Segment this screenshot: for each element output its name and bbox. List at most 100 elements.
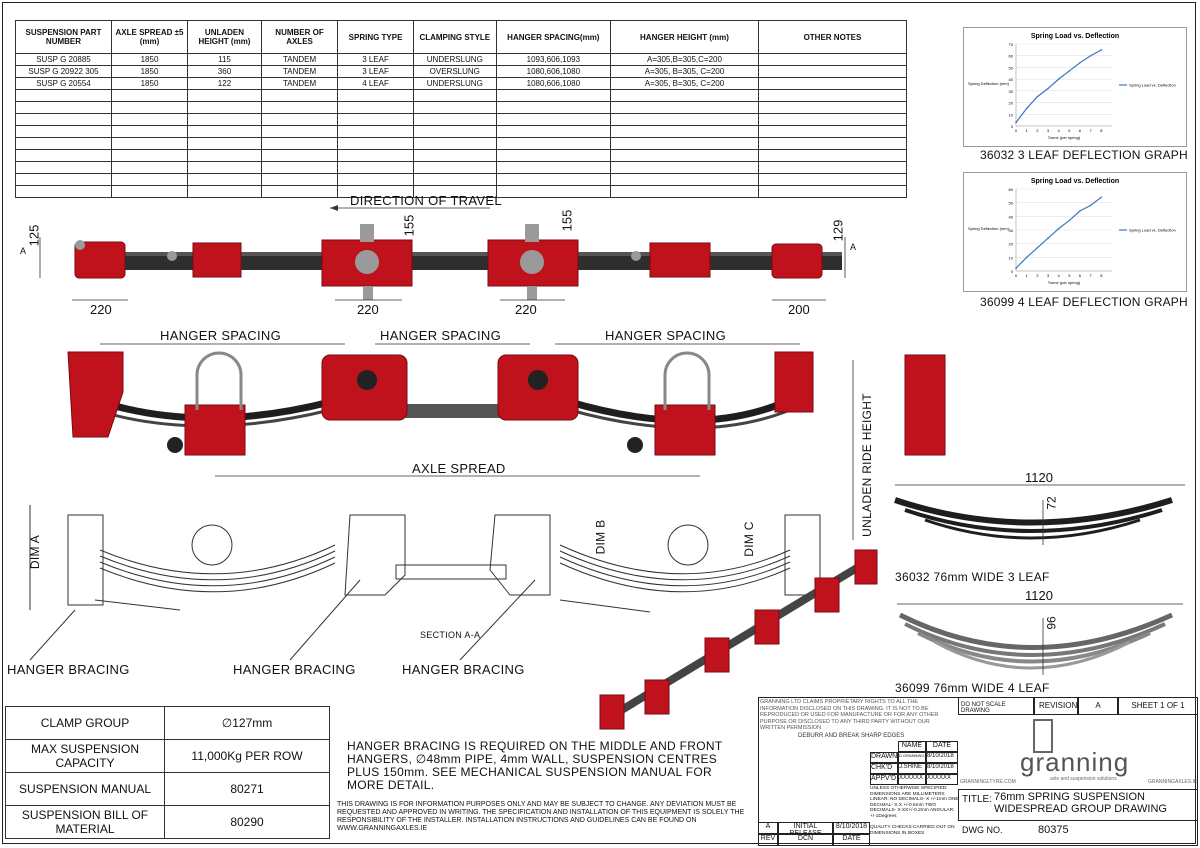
- dim-b-label: DIM B: [593, 519, 608, 555]
- spring-4-leaf: [897, 603, 1183, 675]
- rev-value: A: [758, 822, 778, 834]
- data-point: [1015, 121, 1017, 124]
- spec-header-cell: UNLADEN HEIGHT (mm): [187, 20, 262, 54]
- y-tick-label: 50: [1009, 65, 1014, 70]
- dwg-label: DWG NO.: [962, 825, 1003, 835]
- graph-4-leaf-caption: 36099 4 LEAF DEFLECTION GRAPH: [980, 295, 1188, 309]
- hanger-spacing-label-1: HANGER SPACING: [160, 328, 281, 343]
- rev-description: INITIAL RELEASE: [778, 822, 833, 837]
- data-point: [1100, 49, 1103, 51]
- unladen-ride-height-label: UNLADEN RIDE HEIGHT: [859, 393, 874, 537]
- chkd-date: 8/10/2018: [926, 763, 958, 774]
- hanger-spacing-label-3: HANGER SPACING: [605, 328, 726, 343]
- info-value: 80290: [164, 805, 330, 839]
- appvd-date: XXXXXX: [926, 774, 958, 785]
- spec-header-cell: CLAMPING STYLE: [412, 20, 497, 54]
- info-label: MAX SUSPENSION CAPACITY: [5, 739, 165, 773]
- x-tick-label: 8: [1100, 128, 1103, 133]
- chart-title: Spring Load vs. Deflection: [1031, 33, 1119, 40]
- appvd-label: APPV'D: [870, 774, 898, 785]
- data-point: [1025, 107, 1028, 110]
- legend-label: Spring Load vs. Deflection: [1129, 228, 1176, 233]
- y-axis-label: Spring Deflection (mm): [968, 81, 1010, 86]
- x-tick-label: 4: [1058, 128, 1061, 133]
- dim-220-c: 220: [515, 302, 537, 317]
- do-not-scale: DO NOT SCALE DRAWING: [958, 697, 1034, 715]
- date-header: DATE: [926, 741, 958, 752]
- axle-spread-label: AXLE SPREAD: [412, 461, 506, 476]
- dim-220-a: 220: [90, 302, 112, 317]
- y-tick-label: 70: [1009, 42, 1014, 47]
- x-axis-label: Tonne (per spring): [1048, 280, 1081, 285]
- dim-96: 96: [1044, 616, 1059, 630]
- appvd-name: XXXXXX: [898, 774, 926, 785]
- y-tick-label: 10: [1009, 255, 1014, 260]
- revdate-header: DATE: [833, 834, 870, 846]
- revision-label: REVISION: [1034, 697, 1078, 715]
- y-tick-label: 0: [1011, 124, 1014, 129]
- brand-name: granning: [1020, 747, 1130, 777]
- data-point: [1089, 204, 1092, 207]
- x-tick-label: 3: [1047, 128, 1050, 133]
- info-value: 80271: [164, 772, 330, 806]
- dim-c-label: DIM C: [741, 521, 756, 557]
- hanger-bracing-label-3: HANGER BRACING: [402, 662, 525, 677]
- section-view: [29, 505, 821, 661]
- table-cell: [337, 185, 414, 198]
- x-tick-label: 7: [1090, 273, 1093, 278]
- deburr-note: DEBURR AND BREAK SHARP EDGES: [798, 733, 905, 739]
- section-mark-left: A: [20, 246, 27, 256]
- web-right: GRANNINGAXLES.IE: [1148, 779, 1198, 785]
- table-cell: [260, 185, 339, 198]
- spring-3-leaf-label: 36032 76mm WIDE 3 LEAF: [895, 570, 1050, 584]
- section-mark-right: A: [850, 242, 857, 252]
- title-cell: [958, 789, 1198, 821]
- dim-a-label: DIM A: [28, 534, 43, 570]
- drawn-name: D.GRANNING: [898, 752, 926, 763]
- dwg-number: 80375: [1038, 824, 1069, 836]
- name-header: NAME: [898, 741, 926, 752]
- x-tick-label: 2: [1036, 128, 1039, 133]
- quality-note: QUALITY CHECKS CARRIED OUT ON DIMENSIONS…: [870, 825, 955, 836]
- hanger-bracing-note: HANGER BRACING IS REQUIRED ON THE MIDDLE…: [347, 739, 723, 792]
- x-tick-label: 4: [1058, 273, 1061, 278]
- dim-200: 200: [788, 302, 810, 317]
- section-a-a-label: SECTION A-A: [420, 630, 481, 640]
- drawn-label: DRAWN: [870, 752, 898, 763]
- x-tick-label: 1: [1026, 128, 1029, 133]
- y-tick-label: 20: [1009, 101, 1014, 106]
- x-tick-label: 5: [1068, 128, 1071, 133]
- dim-129: 129: [830, 219, 846, 242]
- y-tick-label: 20: [1009, 242, 1014, 247]
- chart-title: Spring Load vs. Deflection: [1031, 178, 1119, 185]
- revision-value: A: [1078, 697, 1118, 715]
- x-tick-label: 7: [1090, 128, 1093, 133]
- data-point: [1079, 61, 1081, 64]
- data-point: [1100, 196, 1103, 198]
- table-row: [15, 185, 908, 198]
- dim-155-left: 155: [401, 214, 417, 237]
- brand-tagline: axle and suspension solutions: [1050, 776, 1117, 782]
- data-point: [1068, 219, 1071, 222]
- chkd-name: J.SHINE: [898, 763, 926, 774]
- table-cell: 3 LEAF: [337, 65, 414, 78]
- table-cell: [757, 185, 908, 198]
- isometric-view: [599, 549, 878, 730]
- x-tick-label: 1: [1026, 273, 1029, 278]
- data-point: [1089, 54, 1092, 57]
- spring-4-leaf-label: 36099 76mm WIDE 4 LEAF: [895, 681, 1050, 695]
- hanger-bracing-label-1: HANGER BRACING: [7, 662, 130, 677]
- drawn-date: 8/10/2018: [926, 752, 958, 763]
- info-value: ∅127mm: [164, 706, 330, 740]
- info-label: SUSPENSION MANUAL: [5, 772, 165, 806]
- info-label: SUSPENSION BILL OF MATERIAL: [5, 805, 165, 839]
- sheet-number: SHEET 1 OF 1: [1118, 697, 1198, 715]
- info-value: 11,000Kg PER ROW: [164, 739, 330, 773]
- title-label: TITLE:: [962, 794, 993, 805]
- y-tick-label: 50: [1009, 201, 1014, 206]
- plan-view: [39, 205, 846, 301]
